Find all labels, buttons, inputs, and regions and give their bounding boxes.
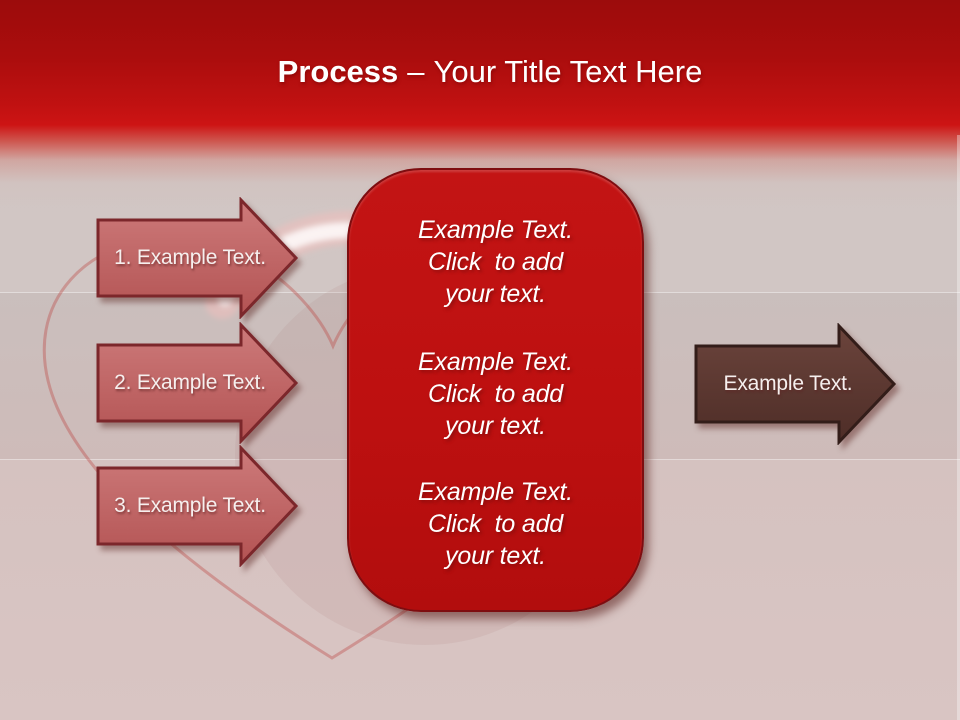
step-arrow-1-label[interactable]: 1. Example Text. (114, 246, 266, 269)
right-arrow-shape-icon (96, 445, 299, 567)
title-keyword: Process (277, 54, 399, 89)
center-text-panel[interactable]: Example Text. Click to add your text. Ex… (347, 168, 644, 612)
panel-line: Example Text. (418, 348, 573, 376)
step-arrow-1[interactable]: 1. Example Text. (95, 197, 299, 319)
panel-text-block-3[interactable]: Example Text. Click to add your text. (349, 476, 642, 572)
right-arrow-shape-icon (694, 323, 897, 445)
panel-line: Click to add (428, 380, 563, 408)
right-arrow-shape-icon (96, 197, 299, 319)
page-title: Process–Your Title Text Here (10, 54, 960, 90)
title-dash: – (407, 54, 425, 89)
panel-line: your text. (445, 280, 546, 308)
right-arrow-shape-icon (96, 322, 299, 444)
panel-line: your text. (445, 412, 546, 440)
panel-line: Click to add (428, 248, 563, 276)
step-arrow-2-label[interactable]: 2. Example Text. (114, 371, 266, 394)
step-arrow-2[interactable]: 2. Example Text. (95, 322, 299, 444)
panel-text-block-1[interactable]: Example Text. Click to add your text. (349, 214, 642, 310)
result-arrow[interactable]: Example Text. (693, 323, 897, 445)
right-edge-highlight (957, 135, 960, 720)
panel-line: Example Text. (418, 216, 573, 244)
result-arrow-label[interactable]: Example Text. (723, 372, 853, 395)
step-arrow-3[interactable]: 3. Example Text. (95, 445, 299, 567)
step-arrow-3-label[interactable]: 3. Example Text. (114, 494, 266, 517)
title-subtitle: Your Title Text Here (433, 54, 703, 89)
panel-line: Example Text. (418, 478, 573, 506)
panel-line: your text. (445, 542, 546, 570)
panel-line: Click to add (428, 510, 563, 538)
panel-text-block-2[interactable]: Example Text. Click to add your text. (349, 346, 642, 442)
